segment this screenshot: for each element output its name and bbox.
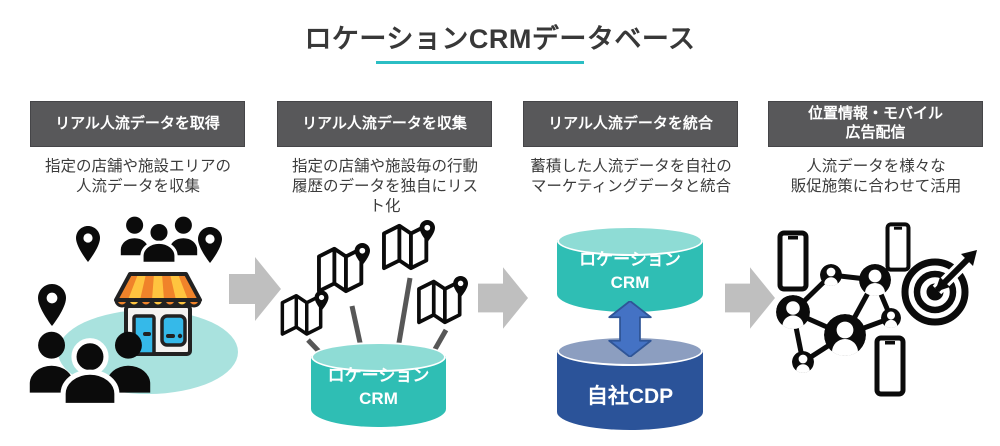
map-pin-icon (76, 226, 100, 262)
cylinder-top (311, 342, 446, 372)
step-header-2: リアル人流データを収集 (277, 101, 492, 147)
storefront-icon (114, 272, 202, 356)
folded-map-icon (417, 276, 468, 325)
target-dart-icon (901, 250, 977, 326)
sync-arrow-icon (608, 301, 652, 357)
folded-map-icon (382, 220, 435, 271)
location-crm-cylinder: ロケーション CRM (311, 342, 446, 427)
step-description-3: 蓄積した人流データを自社の マーケティングデータと統合 (530, 158, 732, 196)
step-header-4: 位置情報・モバイル 広告配信 (768, 101, 983, 147)
people-group-icon (29, 331, 151, 408)
cylinder-label: ロケーション CRM (327, 366, 430, 408)
flow-arrow-icon (478, 267, 528, 329)
people-group-icon (120, 216, 198, 265)
cylinder-top (557, 226, 703, 256)
network-people-icon (776, 264, 901, 373)
step-description-1: 指定の店舗や施設エリアの 人流データを収集 (44, 158, 231, 196)
location-crm-cylinder: ロケーション CRM (557, 226, 703, 312)
step-description-4: 人流データを様々な 販促施策に合わせて活用 (790, 158, 962, 196)
smartphone-icon (777, 230, 809, 292)
folded-map-icon (280, 290, 329, 336)
title-underline (376, 61, 584, 64)
cylinder-label: ロケーション CRM (579, 250, 681, 292)
step-description-2: 指定の店舗や施設毎の行動 履歴のデータを独自にリス ト化 (291, 158, 478, 216)
map-pin-icon (198, 227, 222, 263)
cylinder-label: 自社CDP (586, 385, 674, 408)
map-pin-icon (38, 284, 66, 326)
smartphone-icon (874, 335, 906, 397)
page-title: ロケーションCRMデータベース (304, 24, 696, 54)
smartphone-icon (885, 222, 911, 272)
step-header-1: リアル人流データを取得 (30, 101, 245, 147)
folded-map-icon (317, 243, 370, 294)
flow-arrow-icon (229, 257, 281, 321)
step-header-3: リアル人流データを統合 (523, 101, 738, 147)
flow-arrow-icon (725, 267, 775, 329)
